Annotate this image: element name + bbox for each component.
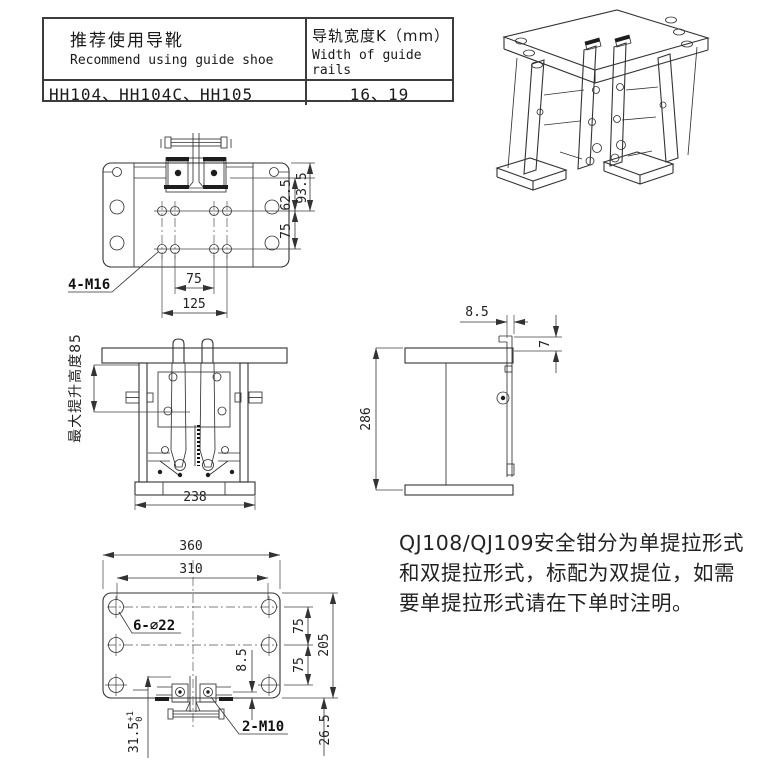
dim-75-upper: 75 — [292, 618, 307, 634]
front-base-plate — [134, 481, 256, 496]
guide-shoe-models: HH104、HH104C、HH105 — [49, 85, 254, 104]
dim-75-bottom: 75 — [186, 272, 202, 287]
spec-table-models-cell: HH104、HH104C、HH105 — [44, 81, 307, 105]
front-jaws — [170, 338, 216, 468]
side-top-flange — [404, 347, 514, 364]
front-side-bolts — [125, 391, 263, 404]
spec-table-widths-cell: 16、19 — [307, 81, 452, 105]
dim-205: 205 — [317, 633, 332, 656]
iso-bolts — [536, 83, 667, 166]
order-note-line2: 和双提拉形式，标配为双提位，如需 — [399, 561, 735, 585]
dim-93-5: 93.5 — [295, 172, 310, 203]
dim-31-5-with-tolerance: 31.5+10 — [126, 711, 145, 753]
side-view: 286 8.5 7 — [359, 305, 562, 496]
bottom-clamp-mechanism — [133, 676, 233, 720]
spec-table-header-rail-width: 导轨宽度K（mm） Width of guide rails — [307, 19, 452, 81]
recommend-label-en: Recommend using guide shoe — [70, 53, 274, 68]
dim-125: 125 — [182, 297, 205, 312]
label-max-lift-height: 最大提升高度85 — [67, 333, 84, 443]
rail-width-label-en: Width of guide rails — [312, 48, 422, 78]
bottom-view: 360 310 6-∅22 75 75 205 8.5 2-M10 — [102, 539, 338, 758]
rail-width-label-zh: 导轨宽度K（mm） — [312, 27, 451, 45]
bottom-holes — [108, 599, 277, 693]
bottom-plate — [102, 592, 281, 699]
label-2-m10: 2-M10 — [242, 719, 284, 735]
plan-plate — [102, 162, 290, 268]
recommend-label-zh: 推荐使用导靴 — [70, 31, 184, 51]
plan-view: 62.5 93.5 75 75 125 4-M16 — [68, 133, 315, 318]
order-note-line1: QJ108/QJ109安全钳分为单提拉形式 — [399, 531, 745, 555]
side-dimensions: 286 8.5 7 — [359, 305, 562, 491]
dim-7: 7 — [538, 340, 553, 348]
dim-8-5-bottom: 8.5 — [235, 648, 250, 671]
dim-286: 286 — [359, 407, 374, 430]
dim-62-5: 62.5 — [279, 179, 294, 210]
side-clamp-plate — [498, 335, 513, 477]
dim-310: 310 — [179, 562, 202, 577]
order-note-line3: 要单提拉形式请在下单时注明。 — [399, 591, 693, 615]
dim-360: 360 — [179, 539, 202, 554]
front-view: 最大提升高度85 238 — [67, 333, 288, 510]
plan-corner-holes — [109, 199, 280, 251]
label-6-d22: 6-∅22 — [133, 618, 175, 634]
bottom-dimensions: 360 310 6-∅22 75 75 205 8.5 2-M10 — [102, 539, 338, 758]
iso-mechanism — [507, 42, 698, 175]
front-top-plate — [101, 347, 288, 364]
front-inner-panel — [157, 371, 231, 428]
plan-dimensions: 62.5 93.5 75 75 125 4-M16 — [68, 162, 314, 317]
dim-8-5-side: 8.5 — [465, 305, 488, 320]
side-bottom-flange — [404, 484, 514, 496]
spec-table-header-guide-shoe: 推荐使用导靴 Recommend using guide shoe — [44, 19, 307, 81]
isometric-view — [495, 9, 710, 191]
plan-clamp-mechanism — [160, 133, 232, 193]
front-dimensions: 最大提升高度85 238 — [67, 333, 256, 510]
bottom-centerlines — [107, 560, 278, 730]
dim-26-5: 26.5 — [318, 714, 333, 745]
plan-centerlines — [161, 201, 228, 259]
front-pins — [157, 372, 235, 478]
spec-table: 推荐使用导靴 Recommend using guide shoe 导轨宽度K（… — [42, 17, 454, 105]
dim-75-lower: 75 — [292, 657, 307, 673]
plan-side-pins — [103, 167, 289, 177]
label-4-m16: 4-M16 — [68, 277, 110, 293]
iso-jaw-caps — [584, 34, 632, 51]
order-note: QJ108/QJ109安全钳分为单提拉形式 和双提拉形式，标配为双提位，如需 要… — [399, 528, 768, 618]
plan-m16-holes — [157, 206, 232, 254]
dim-75-right: 75 — [279, 223, 294, 239]
rail-width-values: 16、19 — [349, 85, 410, 104]
dim-238: 238 — [183, 490, 206, 505]
iso-base-feet — [495, 151, 675, 191]
